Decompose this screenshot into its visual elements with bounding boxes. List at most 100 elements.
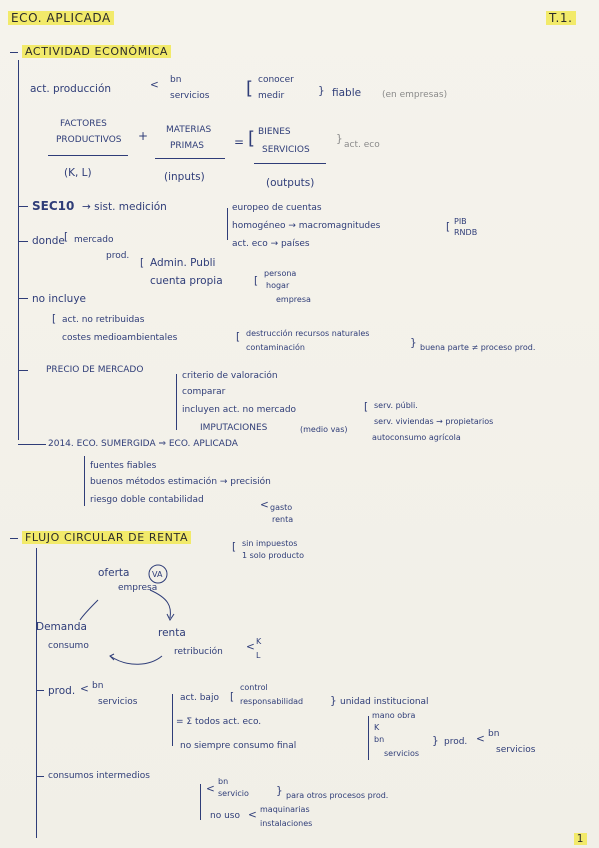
empresa-flow-label: empresa — [118, 583, 158, 593]
page-title: ECO. APLICADA — [8, 11, 114, 25]
tag-highlight: T.1. — [546, 11, 576, 25]
branch-dash — [18, 206, 28, 207]
servicios-label: servicios — [170, 91, 210, 101]
serv-viviendas-label: serv. viviendas → propietarios — [374, 417, 494, 426]
comparar-label: comparar — [182, 387, 226, 397]
unidad-institucional-label: unidad institucional — [340, 697, 429, 707]
precio-brace — [176, 374, 177, 430]
renta-label: renta — [272, 515, 294, 524]
admin-publi-label: Admin. Publi — [150, 257, 216, 269]
inputs-label: (inputs) — [164, 171, 205, 183]
prod-result-label: prod. — [444, 737, 468, 747]
equals-sign: = — [234, 135, 245, 149]
section-2-margin-line — [36, 548, 37, 838]
para-otros-label: para otros procesos prod. — [286, 791, 389, 800]
servicios-upper-label: SERVICIOS — [262, 145, 310, 155]
precio-mercado-label: PRECIO DE MERCADO — [46, 365, 144, 375]
section-1-highlight: ACTIVIDAD ECONÓMICA — [22, 45, 172, 58]
sec10-description: → sist. medición — [82, 201, 167, 213]
prod-label: prod. — [106, 251, 130, 261]
medir-label: medir — [258, 91, 285, 101]
bienes-label: BIENES — [258, 127, 291, 137]
control-label: control — [240, 683, 268, 692]
demanda-label: Demanda — [36, 621, 87, 633]
section-1-title: ACTIVIDAD ECONÓMICA — [22, 45, 172, 58]
k-label: K — [256, 637, 262, 646]
retribucion-label: retribución — [174, 647, 223, 657]
plus-sign: + — [138, 129, 149, 143]
l-label: L — [256, 651, 261, 660]
empresas-note: (en empresas) — [382, 90, 448, 100]
maquinarias-label: maquinarias — [260, 805, 310, 814]
section-2-highlight: FLUJO CIRCULAR DE RENTA — [22, 531, 192, 544]
buenos-metodos-label: buenos métodos estimación → precisión — [90, 477, 271, 487]
pib-label: PIB — [454, 217, 467, 226]
gasto-label: gasto — [270, 503, 293, 512]
factors-brace — [368, 716, 369, 760]
bn-consumo-label: bn — [218, 777, 229, 786]
bn-flow-label: bn — [92, 681, 104, 691]
primas-label: PRIMAS — [170, 141, 204, 151]
consumo-label: consumo — [48, 641, 89, 651]
serv-publi-label: serv. públi. — [374, 401, 418, 410]
sum-act-eco-label: = Σ todos act. eco. — [176, 717, 262, 727]
no-retribuidas-label: act. no retribuidas — [62, 315, 145, 325]
solo-producto-label: 1 solo producto — [242, 551, 305, 560]
mercado-label: mercado — [74, 235, 114, 245]
incluyen-label: incluyen act. no mercado — [182, 405, 297, 415]
section-2-title: FLUJO CIRCULAR DE RENTA — [22, 531, 192, 544]
riesgo-label: riesgo doble contabilidad — [90, 495, 204, 505]
servicios-flow-label: servicios — [98, 697, 138, 707]
k-factor-label: K — [374, 723, 380, 732]
mano-obra-label: mano obra — [372, 711, 416, 720]
costes-label: costes medioambientales — [62, 333, 178, 343]
act-bajo-label: act. bajo — [180, 693, 219, 703]
imputaciones-label: IMPUTACIONES — [200, 423, 268, 433]
servicios-factor-label: servicios — [384, 749, 420, 758]
branch-dash — [36, 690, 44, 691]
no-siempre-label: no siempre consumo final — [180, 741, 297, 751]
bn-factor-label: bn — [374, 735, 385, 744]
branch-dash — [36, 776, 44, 777]
page-number-highlight: 1 — [573, 832, 587, 845]
sin-impuestos-label: sin impuestos — [242, 539, 298, 548]
title-highlight: ECO. APLICADA — [8, 11, 114, 25]
branch-dash — [18, 298, 28, 299]
branch-dash — [18, 370, 28, 371]
eco-brace — [84, 456, 85, 506]
materias-label: MATERIAS — [166, 125, 212, 135]
medio-vas-note: (medio vas) — [300, 425, 348, 434]
servicio-consumo-label: servicio — [218, 789, 249, 798]
kl-label: (K, L) — [64, 167, 92, 179]
section-1-margin-line — [18, 60, 19, 440]
eco-sumergida-label: 2014. ECO. SUMERGIDA ⇒ ECO. APLICADA — [48, 439, 238, 449]
act-eco-note: act. eco — [344, 140, 380, 150]
bn-result-label: bn — [488, 729, 500, 739]
servicios-result-label: servicios — [496, 745, 536, 755]
factores-underline — [48, 155, 128, 156]
conocer-label: conocer — [258, 75, 294, 85]
buena-parte-label: buena parte ≠ proceso prod. — [420, 343, 536, 352]
fiable-label: fiable — [332, 87, 362, 99]
criterio-label: criterio de valoración — [182, 371, 278, 381]
branch-dash — [18, 444, 46, 445]
heading-dash — [10, 538, 18, 539]
autoconsumo-label: autoconsumo agrícola — [372, 433, 461, 442]
contaminacion-label: contaminación — [246, 343, 305, 352]
bienes-underline — [254, 163, 326, 164]
branch-dash — [18, 241, 28, 242]
donde-label: donde — [32, 235, 65, 247]
fuentes-label: fuentes fiables — [90, 461, 157, 471]
act-produccion: act. producción — [30, 83, 112, 95]
persona-label: persona — [264, 269, 297, 278]
outputs-label: (outputs) — [266, 177, 315, 189]
materias-underline — [155, 158, 225, 159]
hogar-label: hogar — [266, 281, 290, 290]
instalaciones-label: instalaciones — [260, 819, 313, 828]
homogeneo-label: homogéneo → macromagnitudes — [232, 221, 381, 231]
sec10-brace — [227, 208, 228, 240]
rnd-label: RNDB — [454, 228, 478, 237]
sec10-label: SEC10 — [32, 199, 75, 213]
empresa-label: empresa — [276, 295, 311, 304]
